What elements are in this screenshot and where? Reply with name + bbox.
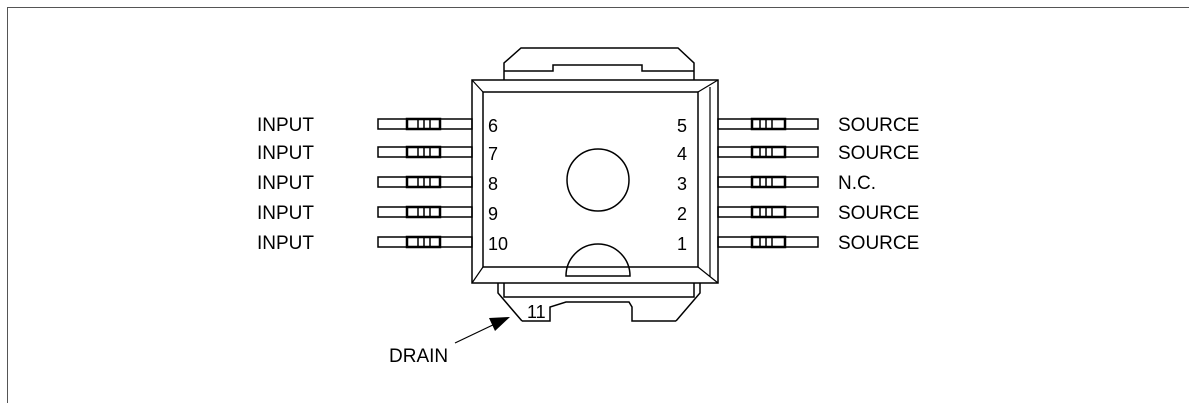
drain-pin-number: 11 (527, 302, 546, 322)
pin-number: 10 (488, 234, 508, 254)
pin-number: 5 (677, 116, 687, 136)
pin-number: 1 (677, 234, 687, 254)
pin-3: N.C. 3 (677, 173, 876, 194)
pin-number: 7 (488, 144, 498, 164)
pin-label: N.C. (838, 173, 876, 194)
drain-label: DRAIN (389, 346, 448, 367)
pin-lead (718, 207, 818, 217)
pin-number: 6 (488, 116, 498, 136)
pin-lead (378, 177, 472, 187)
pin-1: SOURCE 1 (677, 233, 919, 254)
pin-9: INPUT 9 (257, 203, 498, 224)
figure-border (8, 8, 1189, 404)
pin-label: INPUT (257, 233, 314, 254)
pin-label: INPUT (257, 143, 314, 164)
pin-10: INPUT 10 (257, 233, 508, 254)
package-top-tab (504, 48, 694, 80)
pin-label: SOURCE (838, 115, 919, 136)
pin-5: SOURCE 5 (677, 115, 919, 136)
pin-number: 8 (488, 174, 498, 194)
pin-lead (718, 119, 818, 129)
pin-number: 3 (677, 174, 687, 194)
pin-7: INPUT 7 (257, 143, 498, 164)
pin-lead (378, 207, 472, 217)
pin-lead (718, 237, 818, 247)
pin-label: SOURCE (838, 233, 919, 254)
pin-number: 4 (677, 144, 687, 164)
pin-lead (378, 119, 472, 129)
half-disc-marker (566, 244, 630, 276)
center-circle (567, 149, 629, 211)
pin-label: SOURCE (838, 203, 919, 224)
pin-lead (718, 177, 818, 187)
pin-label: INPUT (257, 173, 314, 194)
pin-number: 9 (488, 204, 498, 224)
pin-8: INPUT 8 (257, 173, 498, 194)
pin-label: SOURCE (838, 143, 919, 164)
pin-lead (378, 237, 472, 247)
pin-label: INPUT (257, 115, 314, 136)
pin-6: INPUT 6 (257, 115, 498, 136)
pin-lead (718, 147, 818, 157)
pin-4: SOURCE 4 (677, 143, 919, 164)
pin-2: SOURCE 2 (677, 203, 919, 224)
pin-label: INPUT (257, 203, 314, 224)
pin-number: 2 (677, 204, 687, 224)
pin-lead (378, 147, 472, 157)
drain-arrow (455, 317, 510, 343)
